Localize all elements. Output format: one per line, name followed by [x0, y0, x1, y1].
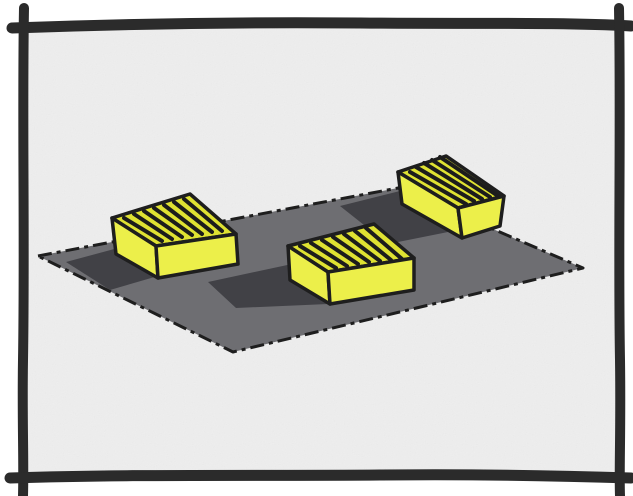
block-shadow-right	[340, 190, 448, 244]
yellow-block-left	[110, 192, 240, 280]
yellow-block-right	[396, 154, 506, 240]
roof-stripes-left	[122, 197, 224, 243]
roof-stripes-center	[298, 226, 404, 270]
roof-stripes-right	[408, 155, 500, 206]
comic-frame	[4, 3, 633, 496]
yellow-block-center	[286, 222, 416, 306]
block-shadow-left	[66, 248, 158, 290]
